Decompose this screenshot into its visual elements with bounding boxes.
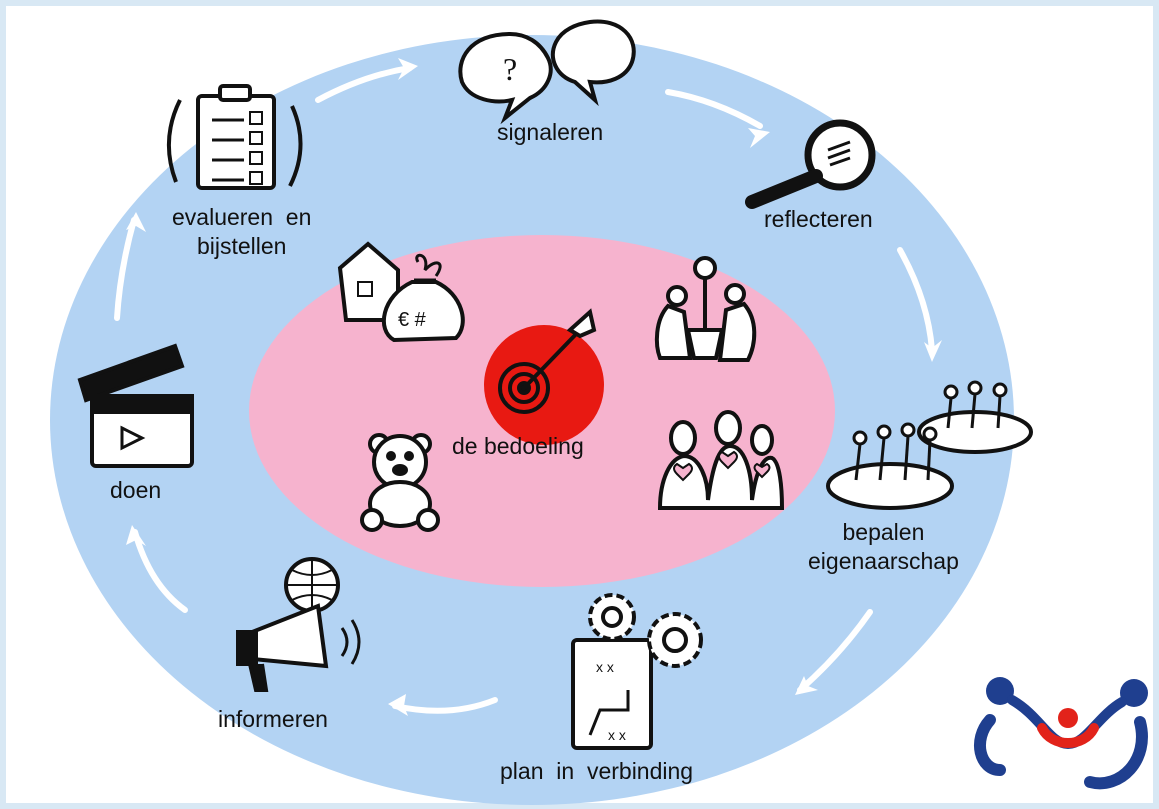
center-label-text: de bedoeling	[452, 433, 584, 459]
logo-icon	[974, 677, 1148, 790]
cycle-arrows	[114, 65, 935, 714]
step-signaleren-text: signaleren	[497, 119, 604, 145]
step-evalueren: evalueren en bijstellen	[172, 203, 311, 261]
svg-text:x x: x x	[596, 659, 614, 675]
step-bepalen-line1: bepalen	[842, 519, 925, 545]
step-evalueren-line2: bijstellen	[196, 233, 287, 259]
svg-text:€ #: € #	[398, 309, 427, 331]
step-bepalen-line2: eigenaarschap	[808, 548, 959, 574]
gears-plan-icon: x x x x	[571, 593, 703, 750]
svg-text:?: ?	[503, 51, 517, 87]
step-informeren-text: informeren	[218, 706, 328, 732]
step-doen: doen	[110, 476, 161, 505]
step-plan-text: plan in verbinding	[500, 758, 694, 784]
step-plan: plan in verbinding	[500, 757, 693, 786]
svg-text:x x: x x	[608, 727, 626, 743]
teddy-bear-icon	[360, 433, 440, 532]
center-label: de bedoeling	[452, 432, 584, 461]
checklist-icon	[166, 84, 303, 190]
cycle-arrowheads	[126, 58, 942, 716]
step-bepalen: bepalen eigenaarschap	[808, 518, 959, 576]
target-icon	[484, 308, 604, 445]
clapperboard-icon	[77, 343, 194, 468]
step-signaleren: signaleren	[497, 118, 603, 147]
megaphone-globe-icon	[236, 557, 361, 692]
step-reflecteren-text: reflecteren	[764, 206, 873, 232]
speech-bubbles-icon: ?	[458, 19, 636, 125]
groups-icon	[826, 380, 1033, 510]
step-informeren: informeren	[218, 705, 328, 734]
step-doen-text: doen	[110, 477, 162, 503]
step-reflecteren: reflecteren	[764, 205, 873, 234]
step-evalueren-line1: evalueren en	[172, 204, 312, 230]
people-with-flower-icon	[654, 256, 757, 362]
group-hearts-icon	[657, 410, 785, 510]
money-bag-icon: € #	[381, 253, 465, 343]
magnifier-icon	[745, 119, 876, 209]
